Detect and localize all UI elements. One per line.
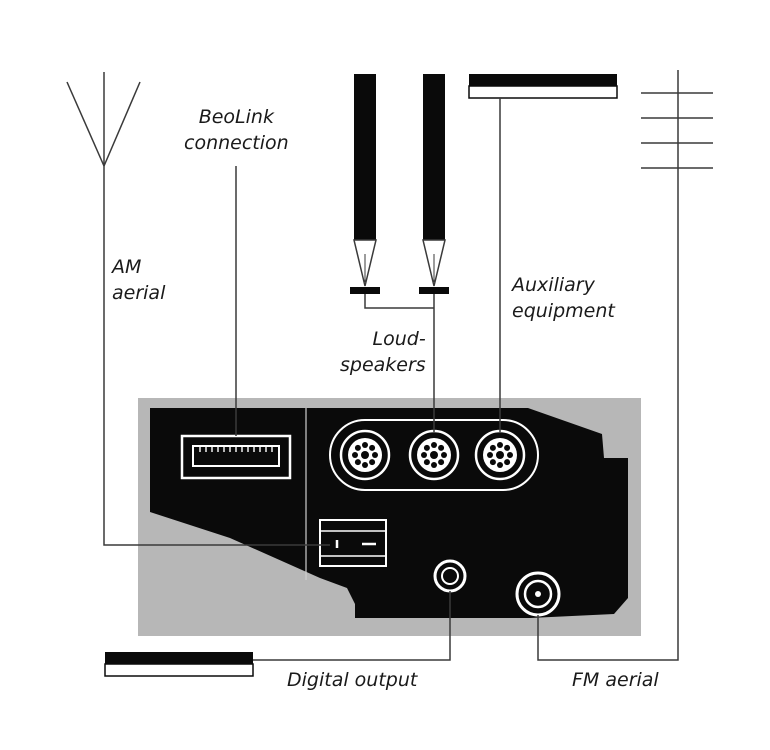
am-socket-icon [319, 519, 387, 567]
digital-output-cable [253, 591, 451, 661]
digital-output-label: Digital output [287, 669, 418, 691]
beolink-label-line1: BeoLink [198, 106, 274, 128]
auxiliary-device [468, 74, 618, 99]
am-antenna-icon [66, 72, 141, 167]
auxiliary-label-line1: Auxiliary [512, 274, 595, 296]
loudspeakers-label-line2: speakers [340, 354, 426, 376]
beolink-label-line2: connection [184, 132, 289, 154]
am-aerial-label-line2: aerial [112, 282, 166, 304]
fm-antenna-icon [641, 92, 713, 169]
beolink-label: BeoLink connection [184, 104, 289, 156]
fm-aerial-label: FM aerial [572, 669, 659, 691]
am-aerial-label-line1: AM [112, 256, 142, 278]
am-aerial-label: AM aerial [112, 254, 165, 306]
din-socket-icon [339, 429, 391, 481]
din-socket-icon [474, 429, 526, 481]
speaker-plug-icon [419, 74, 449, 294]
digital-output-device [104, 652, 254, 677]
speaker-cable [364, 294, 434, 309]
auxiliary-label-line2: equipment [512, 300, 615, 322]
auxiliary-label: Auxiliary equipment [512, 272, 615, 324]
speaker-plug-icon [350, 74, 380, 294]
din-socket-icon [408, 429, 460, 481]
am-aerial-cable [103, 166, 330, 546]
fm-aerial-cable [537, 70, 679, 661]
loudspeakers-label: Loud- speakers [340, 326, 426, 378]
loudspeakers-label-line1: Loud- [372, 328, 426, 350]
